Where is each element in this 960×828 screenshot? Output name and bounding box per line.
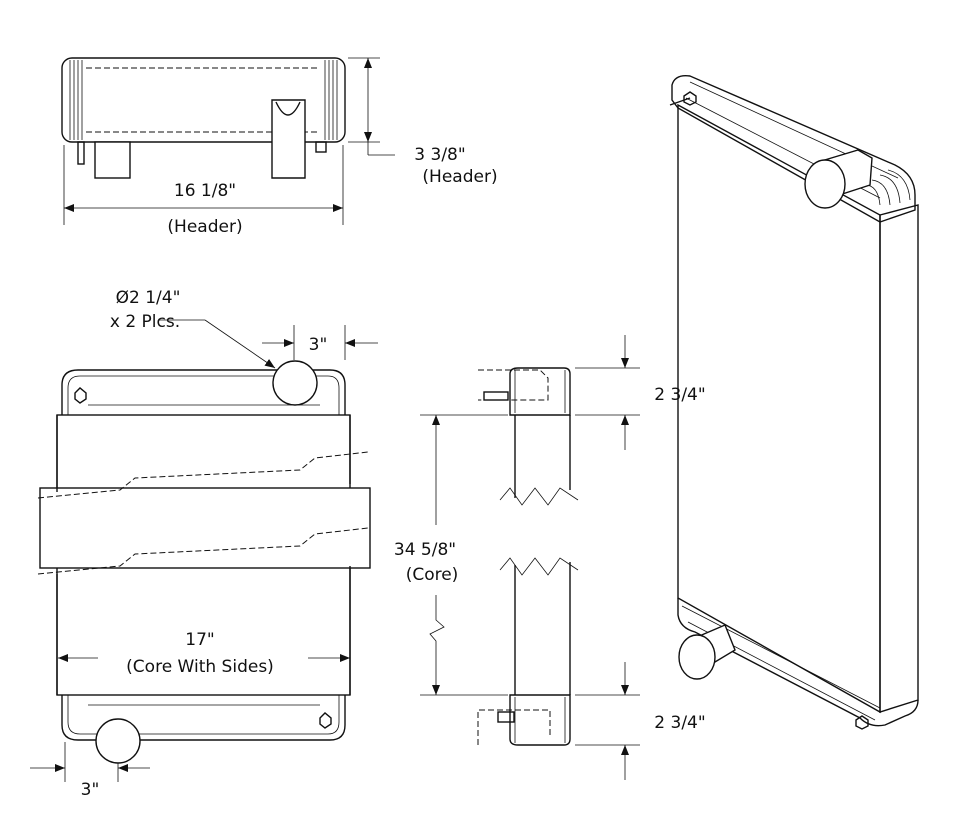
core-height-note: (Core) — [406, 565, 459, 585]
core-height-label: 34 5/8" — [394, 540, 456, 560]
port-diameter-label: Ø2 1/4" — [116, 288, 181, 308]
core-width-note: (Core With Sides) — [126, 657, 274, 677]
header-height-note: (Header) — [422, 167, 497, 187]
core-width-label: 17" — [185, 630, 214, 650]
top-port-offset-label: 3" — [309, 335, 328, 355]
top-view: 3 3/8" (Header) 16 1/8" (Header) — [61, 57, 498, 237]
top-header-depth-label: 2 3/4" — [654, 385, 705, 405]
isometric-view — [669, 75, 919, 730]
header-height-label: 3 3/8" — [414, 145, 465, 165]
header-width-note: (Header) — [167, 217, 242, 237]
front-view: Ø2 1/4" x 2 Plcs. 3" 17" (Core With Side… — [30, 288, 378, 800]
bottom-port-offset-label: 3" — [81, 780, 100, 800]
side-view: 2 3/4" 34 5/8" (Core) 2 3/4" — [394, 335, 706, 780]
header-width-label: 16 1/8" — [174, 181, 236, 201]
bottom-header-depth-label: 2 3/4" — [654, 713, 705, 733]
port-count-label: x 2 Plcs. — [110, 312, 180, 332]
